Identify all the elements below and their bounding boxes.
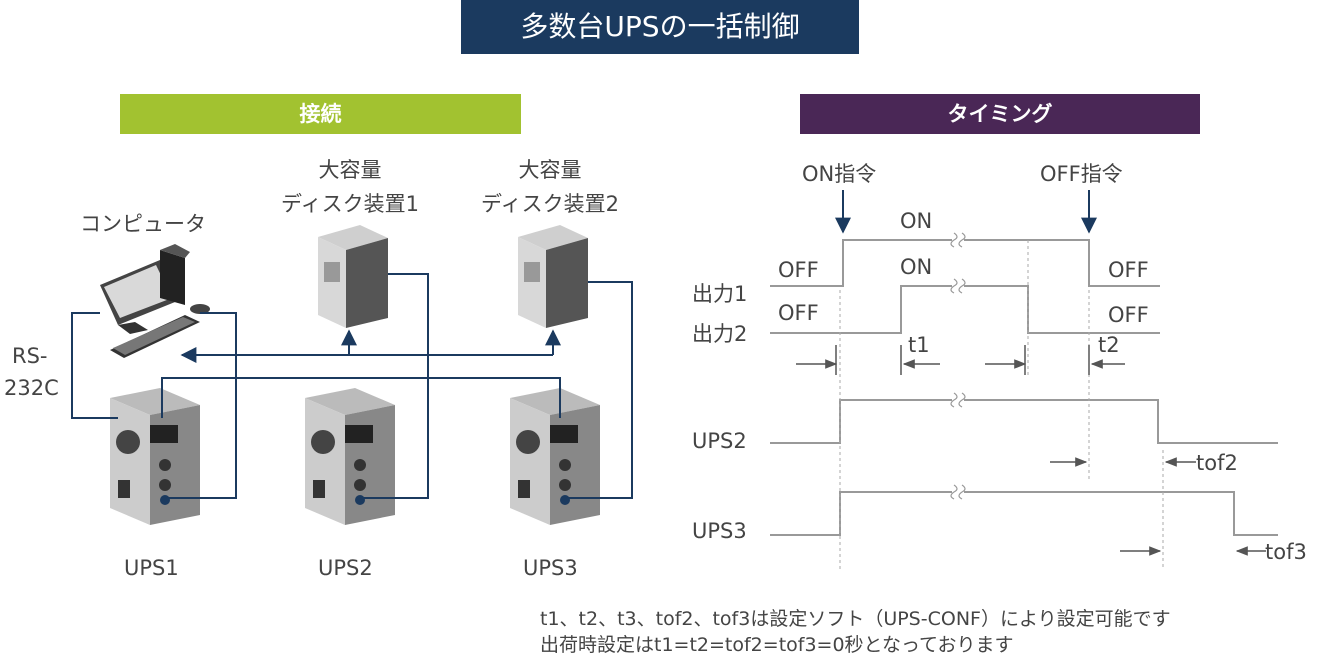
timing-chart (770, 190, 1278, 570)
t2-label: t2 (1098, 333, 1120, 357)
tof2-label: tof2 (1196, 451, 1238, 475)
ups3-output-wire (567, 281, 633, 499)
computer-icon (100, 244, 210, 358)
tof3-label: tof3 (1265, 540, 1307, 564)
output1-on-label: ON (900, 209, 933, 233)
computer-label: コンピュータ (80, 212, 206, 236)
ups1-label: UPS1 (124, 556, 179, 580)
ups2-timing-label: UPS2 (692, 429, 747, 453)
output1-off-label: OFF (778, 258, 819, 282)
output1-label: 出力1 (692, 282, 748, 306)
page-title: 多数台UPSの一括制御 (461, 0, 859, 54)
ups2-icon (305, 388, 395, 525)
output2-on-label: ON (900, 255, 933, 279)
timing-header: タイミング (800, 94, 1200, 134)
note-line2: 出荷時設定はt1=t2=tof2=tof3=0秒となっております (540, 634, 1014, 656)
rs232c-cable (71, 312, 118, 419)
output2-label: 出力2 (692, 322, 748, 346)
output1-off-end-label: OFF (1108, 258, 1149, 282)
ups1-icon (110, 388, 200, 525)
disk1-label-line2: ディスク装置1 (281, 192, 419, 216)
ups3-label: UPS3 (523, 556, 578, 580)
ups2-signal (770, 399, 952, 444)
rs232c-label-line2: 232C (4, 376, 59, 400)
ups3-signal (770, 491, 952, 536)
output2-off-end-label: OFF (1108, 303, 1149, 327)
disk-unit-1-icon (318, 225, 388, 328)
t1-label: t1 (908, 333, 930, 357)
disk-unit-2-icon (518, 225, 588, 328)
ups3-timing-label: UPS3 (692, 519, 747, 543)
output1-signal (770, 239, 952, 287)
note-line1: t1、t2、t3、tof2、tof3は設定ソフト（UPS-CONF）により設定可… (540, 608, 1171, 630)
ups2-label: UPS2 (318, 556, 373, 580)
output2-off-label: OFF (778, 301, 819, 325)
output2-signal (770, 285, 952, 334)
disk2-label-line1: 大容量 (518, 158, 582, 182)
off-command-label: OFF指令 (1040, 162, 1123, 186)
ups1-output-wire (168, 312, 237, 499)
connection-header: 接続 (120, 94, 521, 134)
rs232c-label-line1: RS- (12, 344, 48, 368)
disk2-label-line2: ディスク装置2 (481, 192, 619, 216)
on-command-label: ON指令 (802, 162, 877, 186)
ups3-icon (510, 388, 600, 525)
ups-link-wire (161, 377, 561, 418)
connection-wires (71, 273, 633, 499)
ups2-output-wire (362, 273, 429, 499)
disk1-label-line1: 大容量 (318, 158, 382, 182)
